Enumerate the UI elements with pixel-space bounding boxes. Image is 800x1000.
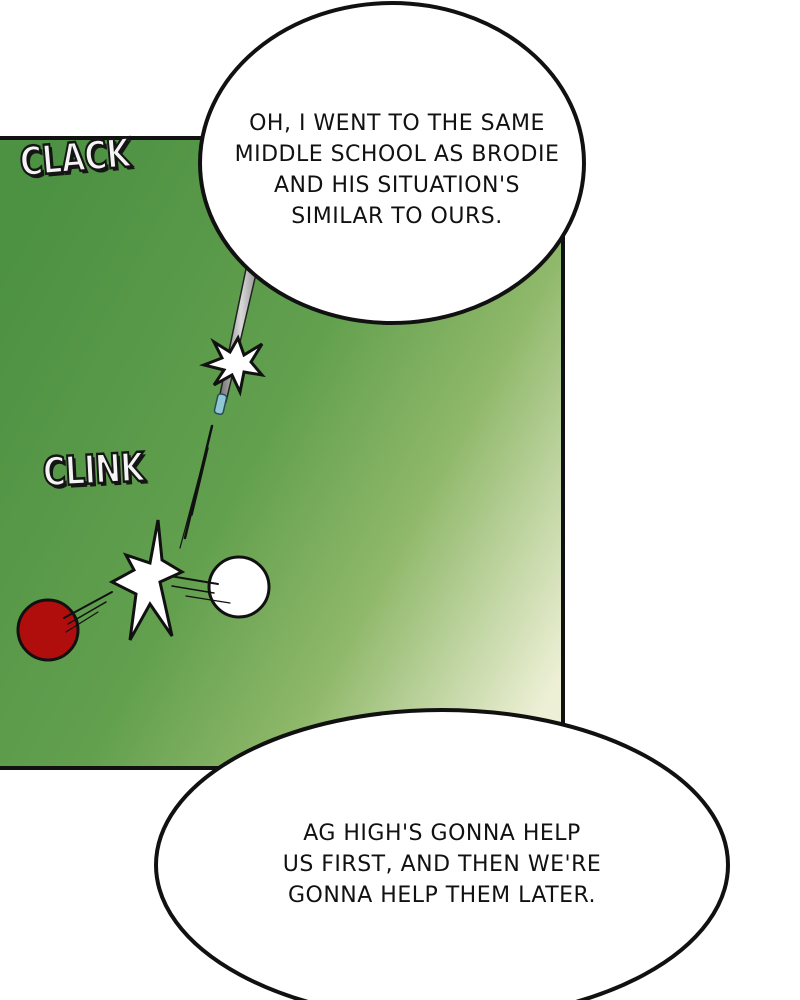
- cue-ball-motion-lines: [169, 575, 231, 604]
- red-ball: [16, 598, 80, 662]
- sfx-clack: CLACK: [17, 129, 133, 187]
- sfx-clink: CLINK: [41, 444, 146, 497]
- red-ball-motion-lines: [63, 591, 113, 633]
- speech-bubble-bottom-text: AG HIGH'S GONNA HELP US FIRST, AND THEN …: [282, 821, 602, 908]
- speech-bubble-top-text: OH, I WENT TO THE SAME MIDDLE SCHOOL AS …: [234, 111, 560, 229]
- speech-bubble-bottom: [154, 708, 730, 1000]
- ball-path-lines: [179, 424, 214, 549]
- cue-ball: [207, 555, 271, 619]
- collision-burst-icon: [108, 519, 186, 641]
- cue-tip: [213, 393, 228, 416]
- speech-bubble-top: [198, 1, 586, 325]
- cue-impact-burst-icon: [199, 334, 266, 397]
